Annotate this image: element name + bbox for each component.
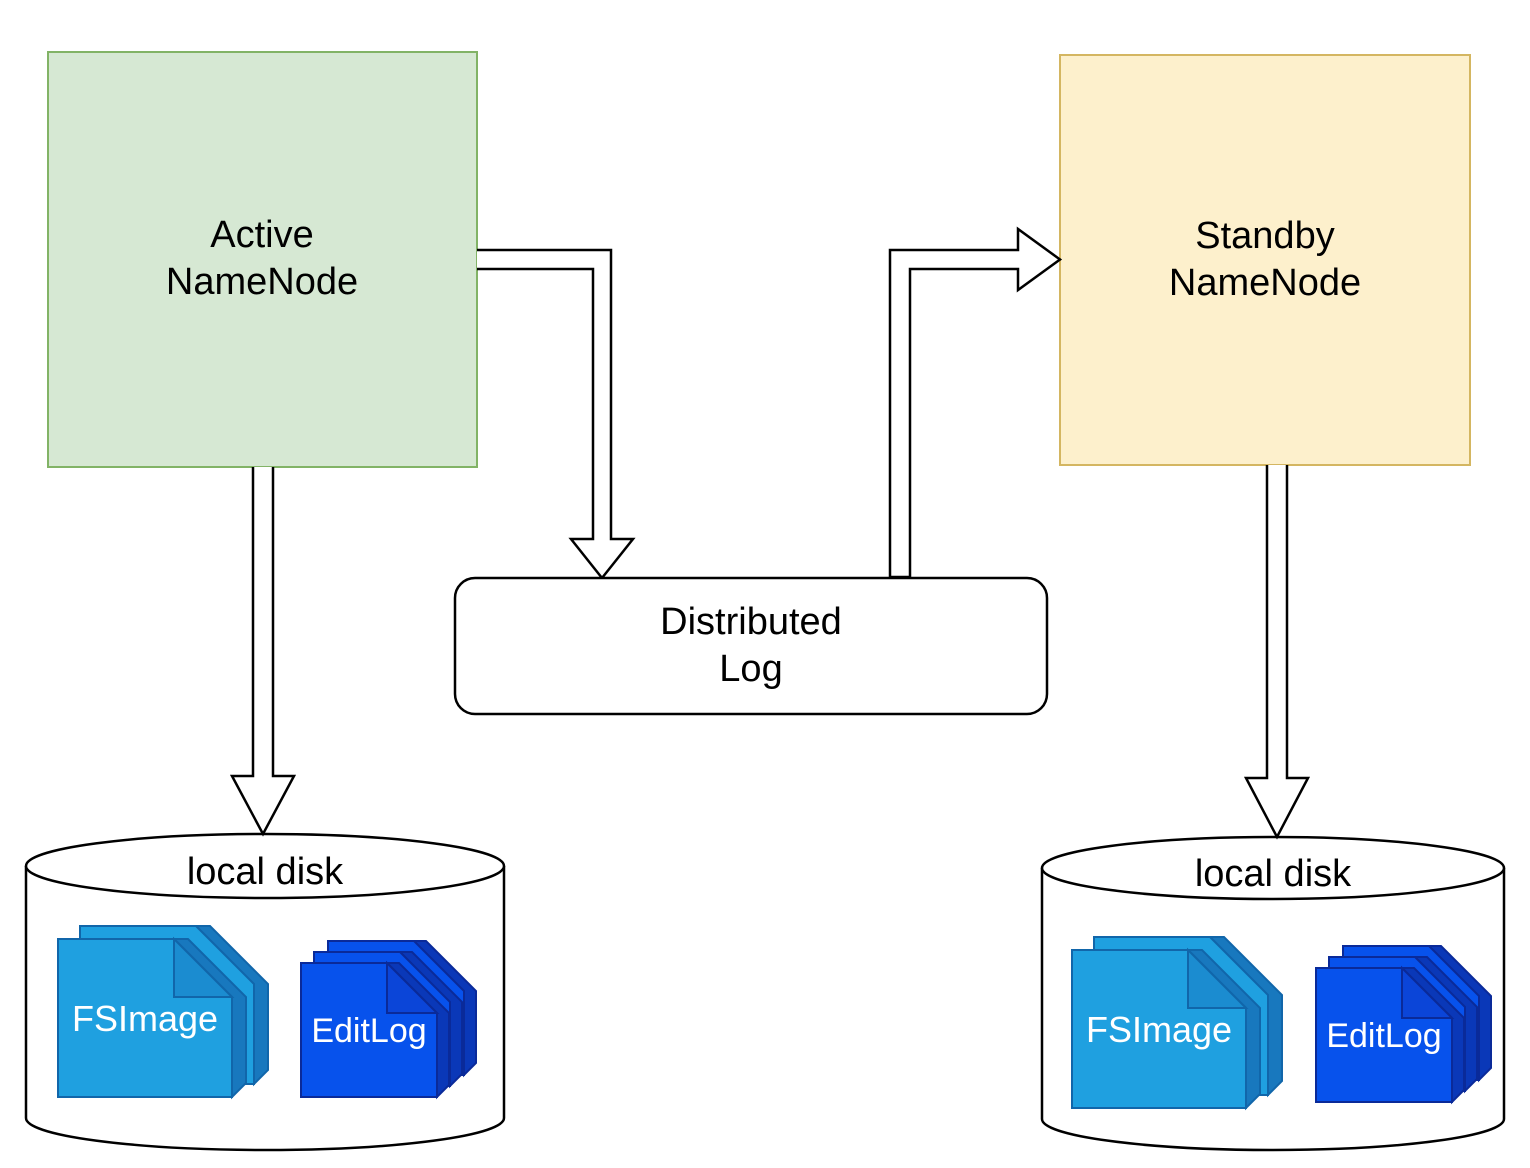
standby-namenode-box	[1059, 54, 1471, 466]
standby-namenode-label-line1: Standby	[1195, 215, 1334, 257]
local-disk-left-top-rim	[24, 832, 506, 900]
fsimage-label: FSImage	[1086, 1009, 1232, 1050]
local-disk-left-label: local disk	[187, 851, 344, 893]
arrow-active-to-local-disk	[229, 467, 297, 837]
fsimage-label: FSImage	[72, 998, 218, 1039]
arrow-standby-to-local-disk	[1243, 465, 1311, 840]
arrow-distributed-log-to-standby	[888, 226, 1063, 579]
active-namenode-label-line1: Active	[210, 214, 313, 256]
distributed-log-label-line2: Log	[719, 648, 782, 690]
distributed-log-box	[453, 576, 1049, 716]
active-namenode-box	[47, 51, 478, 468]
active-namenode-label-line2: NameNode	[166, 261, 358, 303]
editlog-label: EditLog	[311, 1012, 426, 1050]
standby-namenode-label-line2: NameNode	[1169, 262, 1361, 304]
arrow-active-to-distributed-log	[477, 248, 636, 581]
local-disk-right-label: local disk	[1195, 853, 1352, 895]
local-disk-right-top-rim	[1040, 835, 1506, 901]
distributed-log-label-line1: Distributed	[660, 601, 842, 643]
editlog-label: EditLog	[1326, 1017, 1441, 1055]
